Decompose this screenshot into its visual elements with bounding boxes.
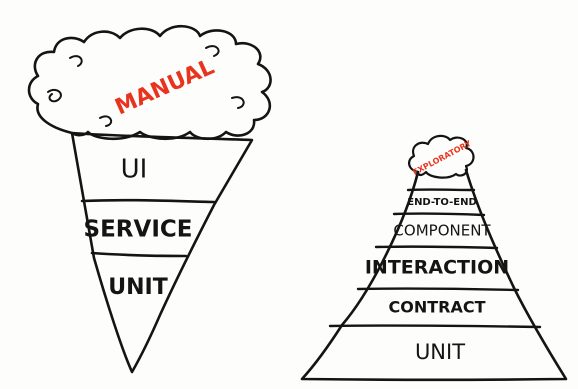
pyramid-divider-2 xyxy=(392,212,486,217)
pyramid-layer-label: INTERACTION xyxy=(365,257,509,279)
pyramid-divider-3 xyxy=(374,245,499,250)
cone-outline xyxy=(70,131,254,374)
cone-divider-2 xyxy=(90,251,188,258)
cone-layer-label: UI xyxy=(121,155,148,185)
test-pyramid: EXPLORATORY END-TO-END COMPONENT INTERAC… xyxy=(300,134,568,382)
cone-divider-1 xyxy=(80,198,216,204)
cloud-scribble xyxy=(47,45,245,127)
pyramid-layer-label: COMPONENT xyxy=(393,222,491,240)
exploratory-label: EXPLORATORY xyxy=(411,139,472,177)
ice-cream-cone: MANUAL UI SERVICE UNIT xyxy=(27,24,272,374)
pyramid-divider-5 xyxy=(328,324,542,329)
cone-layer-label: SERVICE xyxy=(84,217,193,243)
pyramid-outline xyxy=(300,168,568,382)
exploratory-cloud xyxy=(408,134,475,179)
pyramid-layer-label: END-TO-END xyxy=(407,197,477,208)
manual-label: MANUAL xyxy=(111,55,218,121)
pyramid-layer-label: CONTRACT xyxy=(388,298,485,317)
pyramid-divider-4 xyxy=(356,287,520,292)
pyramid-layer-label: UNIT xyxy=(415,340,465,364)
cone-layer-label: UNIT xyxy=(108,275,167,300)
